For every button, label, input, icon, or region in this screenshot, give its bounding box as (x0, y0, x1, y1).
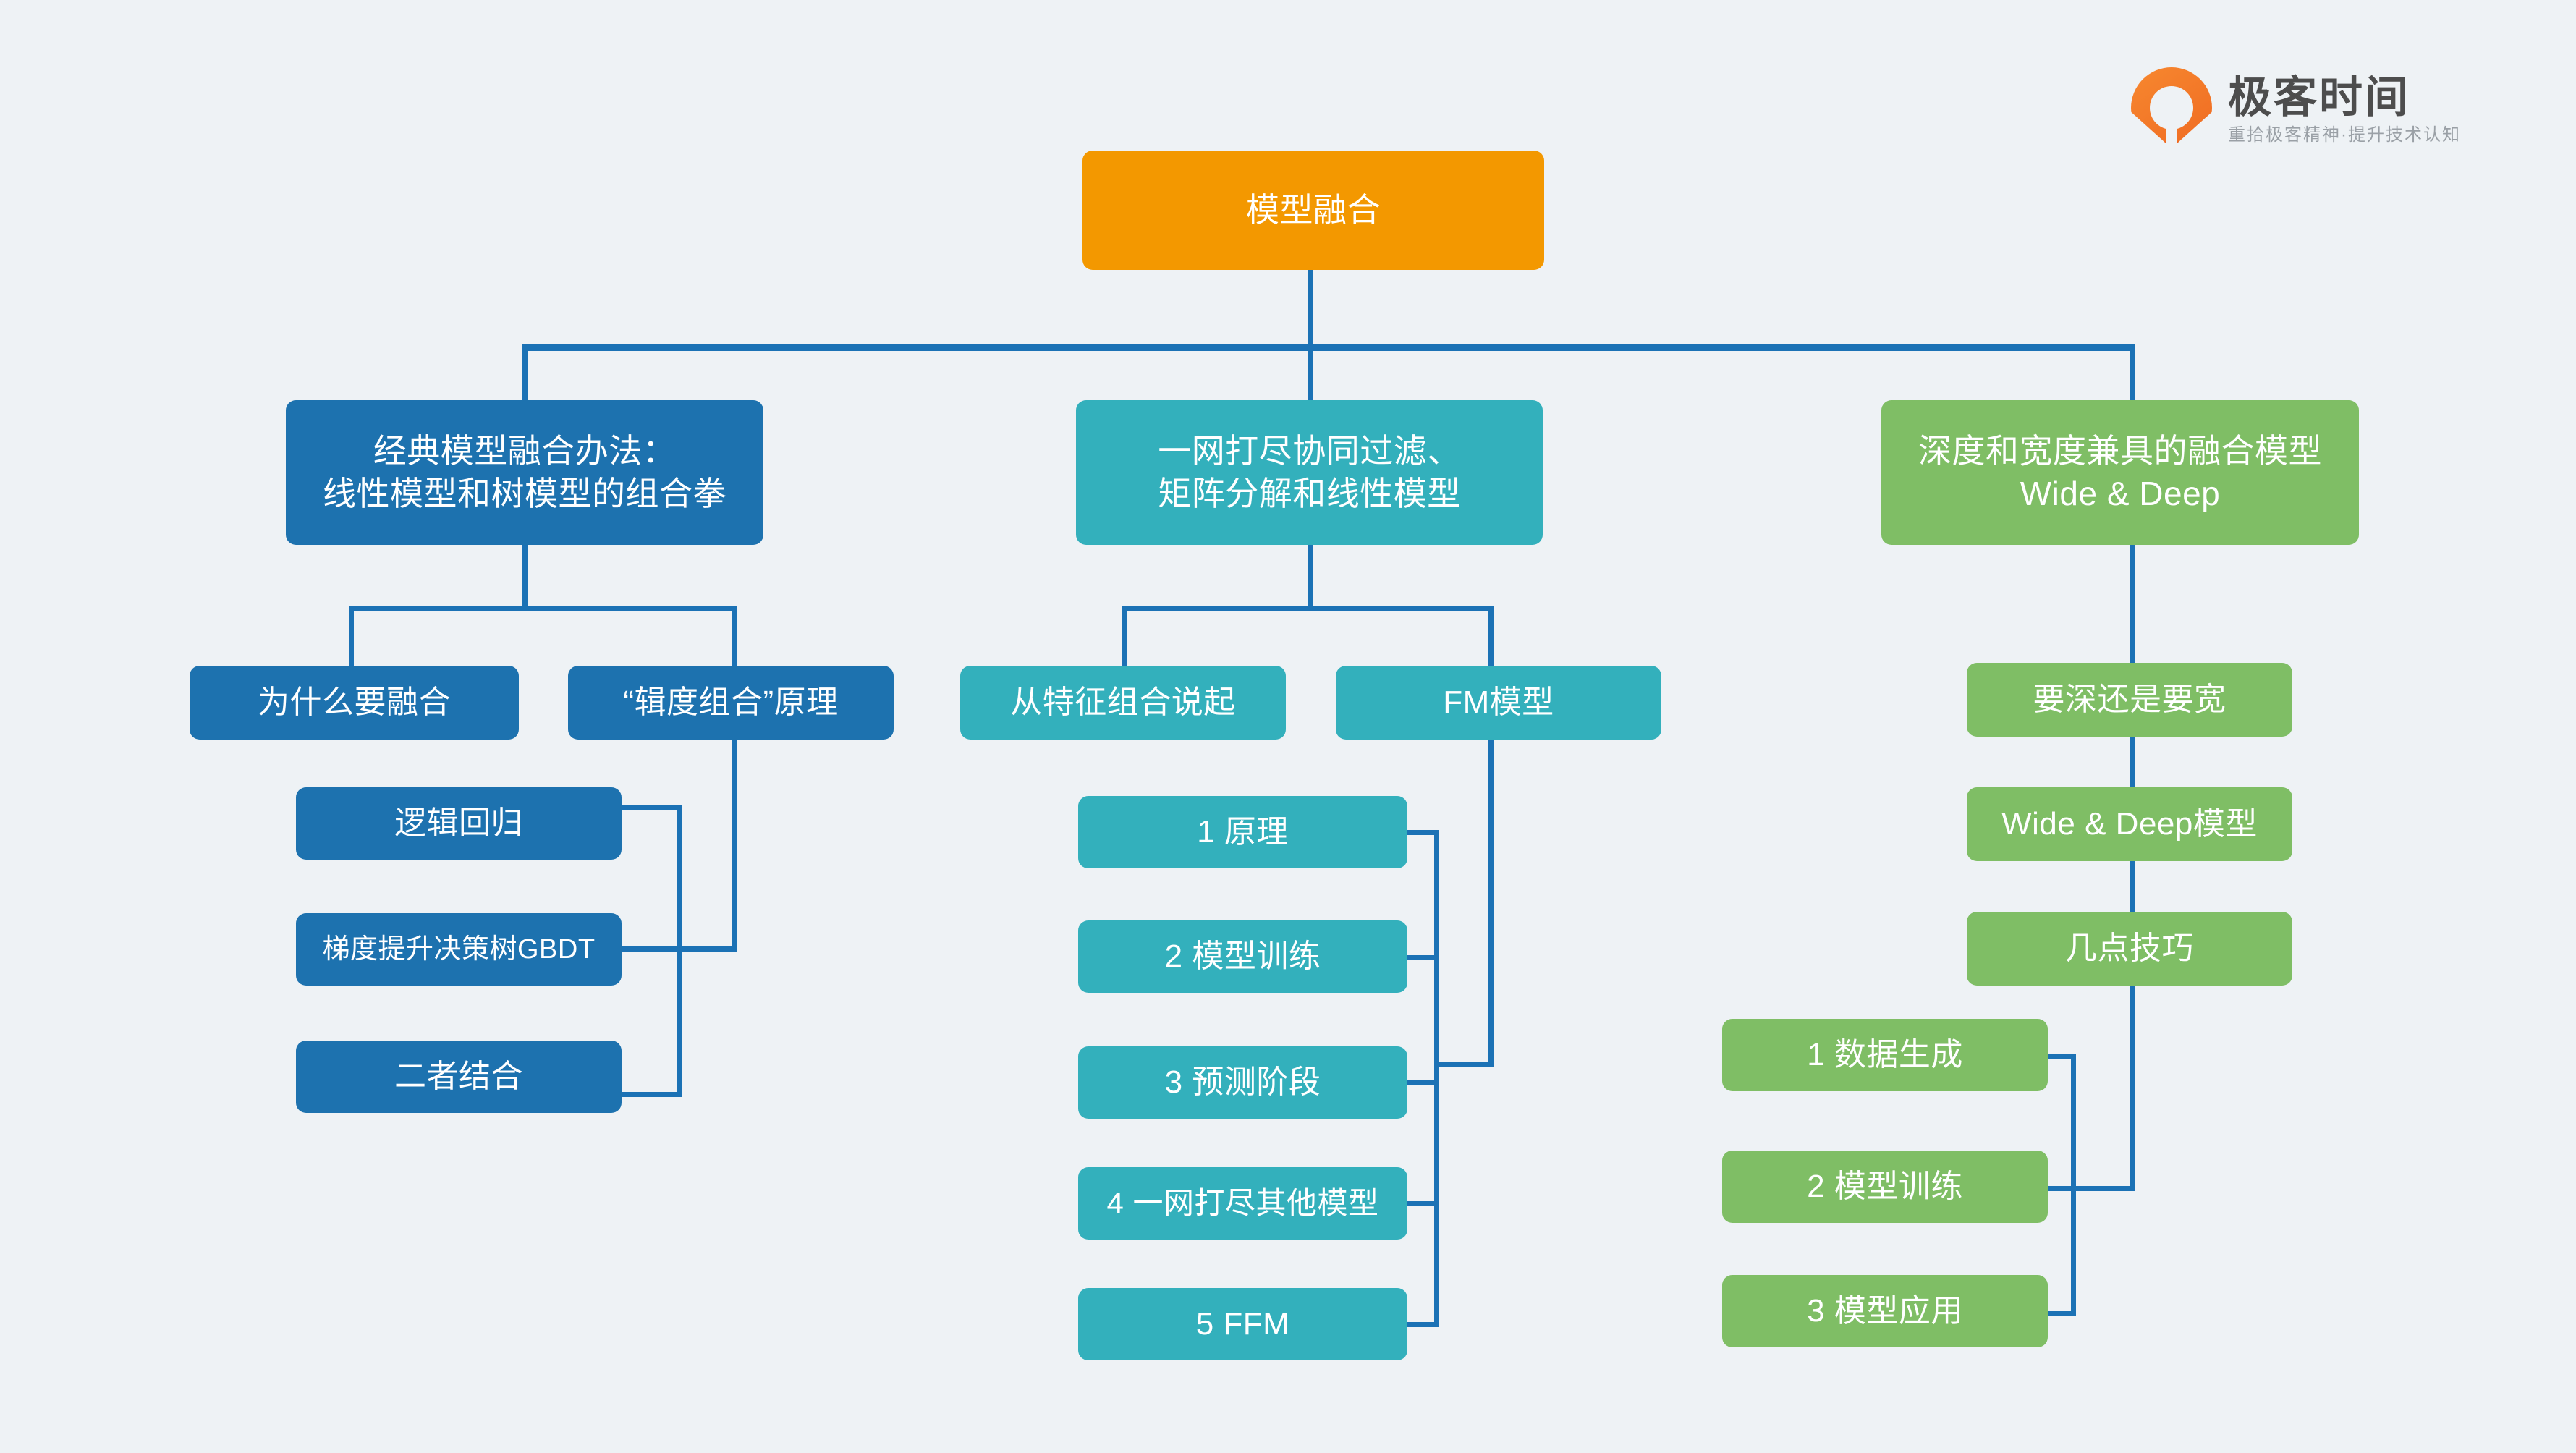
node-root[interactable]: 模型融合 (1082, 151, 1544, 270)
geektime-drop-logo-icon (2131, 67, 2212, 154)
connector-b1-stem (522, 544, 528, 609)
connector-b2-right-drop (1488, 606, 1494, 669)
connector-branch2-drop (1308, 344, 1313, 404)
connector-b3-stem (2130, 544, 2135, 666)
connector-leaf-gbdt (619, 946, 682, 952)
connector-branch1-drop (522, 344, 528, 404)
node-feature-combination[interactable]: 从特征组合说起 (960, 666, 1286, 740)
node-logistic-regression[interactable]: 逻辑回归 (296, 787, 622, 860)
connector-leaf-both (619, 1092, 682, 1097)
node-fm-training[interactable]: 2 模型训练 (1078, 920, 1407, 993)
connector-fm-join (1434, 1062, 1494, 1067)
node-logit-combination[interactable]: “辑度组合”原理 (568, 666, 894, 740)
connector-b2-left-drop (1122, 606, 1127, 669)
connector-fm-stem (1488, 740, 1494, 1067)
connector-b2-bar (1122, 606, 1494, 611)
connector-leaf-fm2 (1378, 955, 1439, 960)
connector-branch3-drop (2130, 344, 2135, 404)
connector-b3-leaf-spine (2071, 1054, 2076, 1316)
node-deep-or-wide[interactable]: 要深还是要宽 (1967, 663, 2292, 737)
connector-b1-bar (349, 606, 737, 611)
connector-leaf-fm3 (1378, 1080, 1439, 1085)
brand-logo-text: 极客时间 重拾极客精神·提升技术认知 (2228, 76, 2461, 144)
brand-logo: 极客时间 重拾极客精神·提升技术认知 (2131, 67, 2507, 154)
connector-b2-leaf-spine (1434, 830, 1439, 1327)
node-tip-data-generation[interactable]: 1 数据生成 (1722, 1019, 2048, 1091)
node-fm-model[interactable]: FM模型 (1336, 666, 1661, 740)
connector-leaf-fm5 (1378, 1322, 1439, 1327)
node-fm-other-models[interactable]: 4 一网打尽其他模型 (1078, 1167, 1407, 1240)
node-fm-ffm[interactable]: 5 FFM (1078, 1288, 1407, 1360)
node-why-fuse[interactable]: 为什么要融合 (190, 666, 519, 740)
brand-tagline: 重拾极客精神·提升技术认知 (2228, 125, 2461, 145)
connector-logit-join (677, 946, 737, 952)
connector-leaf-lr (619, 805, 682, 810)
connector-leaf-fm4 (1378, 1201, 1439, 1206)
node-fm-principle[interactable]: 1 原理 (1078, 796, 1407, 868)
brand-title: 极客时间 (2228, 73, 2410, 122)
node-branch-classic-fusion[interactable]: 经典模型融合办法： 线性模型和树模型的组合拳 (286, 400, 763, 545)
node-combine-both[interactable]: 二者结合 (296, 1041, 622, 1113)
connector-b1-right-drop (732, 606, 737, 669)
connector-tips-join (2071, 1186, 2135, 1191)
node-wide-deep-model[interactable]: Wide & Deep模型 (1967, 787, 2292, 861)
node-fm-prediction[interactable]: 3 预测阶段 (1078, 1046, 1407, 1119)
connector-b1-left-drop (349, 606, 354, 669)
node-some-tips[interactable]: 几点技巧 (1967, 912, 2292, 986)
node-branch-cf-mf-linear[interactable]: 一网打尽协同过滤、 矩阵分解和线性模型 (1076, 400, 1543, 545)
node-tip-model-application[interactable]: 3 模型应用 (1722, 1275, 2048, 1347)
connector-b2-stem (1308, 544, 1313, 609)
node-gbdt[interactable]: 梯度提升决策树GBDT (296, 913, 622, 986)
node-tip-model-training[interactable]: 2 模型训练 (1722, 1151, 2048, 1223)
connector-leaf-fm1 (1378, 830, 1439, 835)
connector-tips-stem (2130, 986, 2135, 1190)
node-branch-wide-deep[interactable]: 深度和宽度兼具的融合模型 Wide & Deep (1881, 400, 2359, 545)
connector-logit-stem (732, 740, 737, 952)
connector-root-bar (522, 344, 2135, 351)
connector-b3-chain-1 (2130, 737, 2135, 797)
connector-b3-chain-2 (2130, 861, 2135, 921)
connector-root-stem (1308, 269, 1313, 349)
